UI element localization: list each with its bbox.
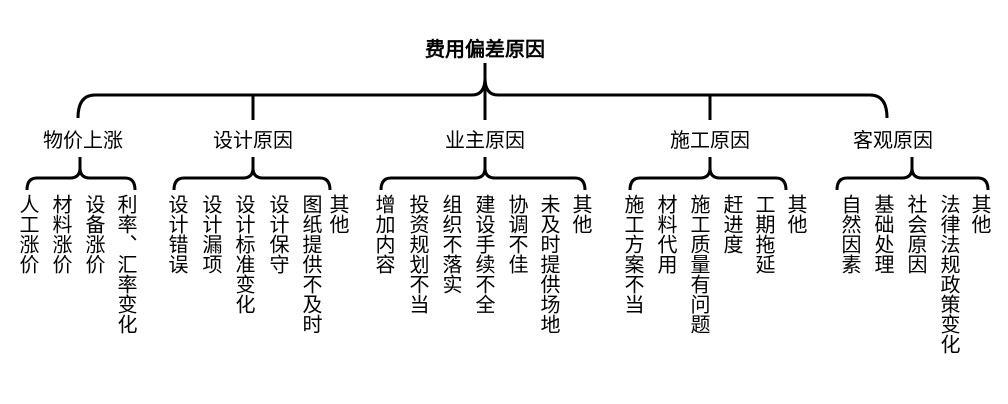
cause-item: 组织不落实 — [439, 194, 463, 294]
cause-item: 利率、汇率变化 — [114, 194, 138, 334]
sub-brace-right — [78, 167, 137, 191]
cause-item: 社会原因 — [904, 194, 928, 274]
cause-item: 人工涨价 — [16, 194, 40, 274]
cause-item: 自然因素 — [838, 194, 862, 274]
main-brace — [76, 77, 889, 119]
cause-item: 其他 — [784, 194, 808, 234]
cause-item: 增加内容 — [372, 194, 396, 274]
cause-item: 建设手续不全 — [472, 194, 496, 314]
cause-item: 工期拖延 — [752, 194, 776, 274]
cause-item: 赶进度 — [720, 194, 744, 254]
cause-item: 协调不佳 — [505, 194, 529, 274]
sub-brace-right — [708, 167, 788, 191]
cause-item: 图纸提供不及时 — [299, 194, 323, 334]
cause-item: 投资规划不当 — [406, 194, 430, 314]
sub-brace-right — [251, 167, 332, 191]
cause-item: 设备涨价 — [82, 194, 106, 274]
category-label: 物价上涨 — [43, 128, 123, 152]
cause-item: 其他 — [569, 194, 593, 234]
cause-item: 未及时提供场地 — [537, 194, 561, 334]
cause-item: 其他 — [968, 194, 992, 234]
cause-item: 基础处理 — [871, 194, 895, 274]
category-label: 设计原因 — [213, 128, 293, 152]
sub-brace-left — [628, 157, 712, 191]
sub-brace-left — [25, 157, 82, 191]
cause-item: 材料代用 — [654, 194, 678, 274]
sub-brace-right — [910, 167, 990, 191]
cause-item: 施工方案不当 — [621, 194, 645, 314]
category-label: 施工原因 — [670, 128, 750, 152]
sub-brace-left — [172, 157, 255, 191]
cause-item: 施工质量有问题 — [687, 194, 711, 334]
cause-item: 法律法规政策变化 — [937, 194, 961, 354]
sub-brace-left — [835, 157, 914, 191]
sub-brace-right — [483, 167, 587, 191]
category-label: 业主原因 — [445, 128, 525, 152]
category-label: 客观原因 — [853, 128, 933, 152]
cause-item: 设计错误 — [165, 194, 189, 274]
cause-item: 设计保守 — [266, 194, 290, 274]
cause-item: 材料涨价 — [49, 194, 73, 274]
cause-item: 其他 — [326, 194, 350, 234]
diagram-title: 费用偏差原因 — [425, 37, 545, 61]
cause-item: 设计标准变化 — [232, 194, 256, 314]
sub-brace-left — [379, 157, 487, 191]
cause-item: 设计漏项 — [199, 194, 223, 274]
